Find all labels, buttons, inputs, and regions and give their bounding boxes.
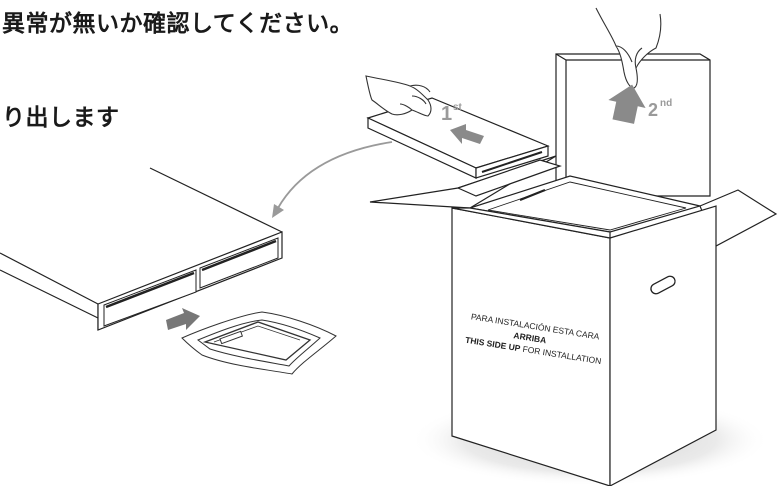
move-lid-arrow xyxy=(272,141,393,218)
instruction-heading-check: 異常が無いか確認してください。 xyxy=(2,11,354,37)
device-unit xyxy=(0,167,283,331)
accessory-tray xyxy=(181,311,337,375)
cardboard-box xyxy=(369,155,778,486)
hand-left-icon xyxy=(365,75,432,117)
instruction-heading-take-out: り出します xyxy=(2,105,120,131)
step-1-label: 1 xyxy=(441,103,452,125)
step-2-arrow xyxy=(608,84,646,124)
step-1-sup: st xyxy=(453,102,463,113)
slide-out-arrow xyxy=(166,308,200,330)
step-1-arrow xyxy=(450,124,484,144)
step-2-label: 2 xyxy=(648,100,658,120)
step-2-sup: nd xyxy=(660,98,672,109)
